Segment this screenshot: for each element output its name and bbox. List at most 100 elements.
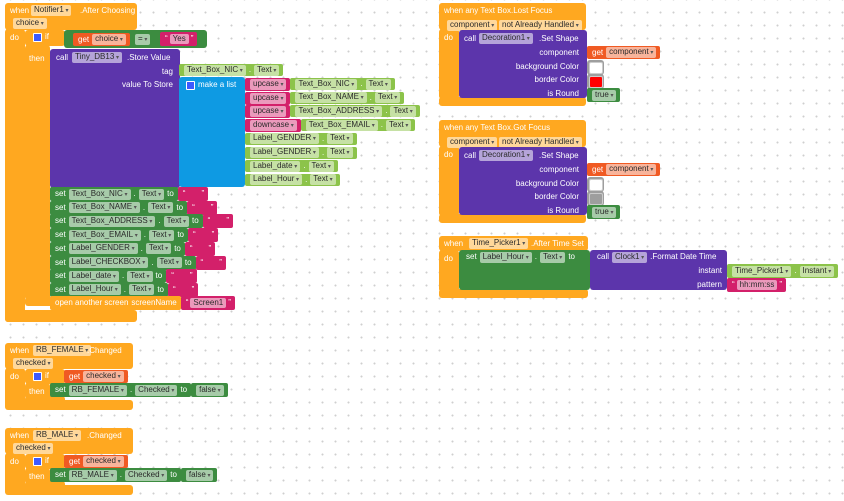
border-color-swatch[interactable] xyxy=(589,193,603,205)
component-field[interactable]: Label_GENDER xyxy=(250,147,319,158)
property-field[interactable]: Text xyxy=(365,78,391,90)
property-getter[interactable]: Label_Hour.Text xyxy=(245,173,340,186)
property-field[interactable]: Instant xyxy=(799,265,835,277)
component-field[interactable]: Text_Box_NAME xyxy=(68,202,140,214)
text-fn-block[interactable]: upcase xyxy=(245,91,291,105)
yes-value[interactable]: Yes xyxy=(169,34,189,44)
property-field[interactable]: Text xyxy=(254,64,280,76)
property-field[interactable]: Text xyxy=(127,270,153,282)
property-field[interactable]: Text xyxy=(148,202,174,214)
param-component[interactable]: component xyxy=(446,19,499,31)
false-block[interactable]: false xyxy=(180,468,218,482)
component-field[interactable]: Text_Box_NIC xyxy=(184,64,246,76)
component-field[interactable]: Text_Box_EMAIL xyxy=(68,229,141,241)
gear-icon[interactable] xyxy=(33,32,42,42)
then-column[interactable] xyxy=(25,383,50,399)
component-field[interactable]: Label_Hour xyxy=(68,284,121,296)
rb-component-dropdown[interactable]: RB_FEMALE xyxy=(32,344,93,356)
empty-text-block[interactable] xyxy=(187,200,218,215)
property-field[interactable]: Checked xyxy=(124,469,168,481)
component-field[interactable]: Time_Picker1 xyxy=(732,265,792,277)
fn-dropdown[interactable]: downcase xyxy=(250,120,297,132)
focus-event-do-column[interactable] xyxy=(439,146,459,216)
param-field[interactable]: not Already Handled xyxy=(499,19,582,31)
variable-dropdown[interactable]: checked xyxy=(83,456,124,467)
property-field[interactable]: Text xyxy=(386,119,412,131)
property-field[interactable]: Text xyxy=(145,243,172,255)
property-field[interactable]: Text xyxy=(156,257,182,268)
rb-event-do-column[interactable] xyxy=(5,453,25,493)
param-checked[interactable]: checked xyxy=(12,442,55,454)
operator-field[interactable]: = xyxy=(135,33,151,45)
param-field[interactable]: component xyxy=(447,19,498,31)
param-field[interactable]: checked xyxy=(13,442,54,454)
time-picker-dropdown[interactable]: Time_Picker1 xyxy=(468,237,530,249)
property-field[interactable]: Text xyxy=(374,92,401,104)
db-dropdown[interactable]: Tiny_DB13 xyxy=(71,51,123,63)
boolean-dropdown[interactable]: true xyxy=(592,89,617,101)
true-block[interactable]: true xyxy=(587,88,621,102)
tag-getter[interactable]: Text_Box_NIC.Text xyxy=(179,64,284,76)
boolean-dropdown[interactable]: false xyxy=(185,469,214,481)
fn-dropdown[interactable]: upcase xyxy=(250,79,287,90)
store-value-call[interactable] xyxy=(50,49,180,188)
param-field[interactable]: component xyxy=(447,136,498,148)
make-a-list-block[interactable] xyxy=(179,77,245,187)
property-getter[interactable]: Label_GENDER.Text xyxy=(245,146,357,159)
component-field[interactable]: Label_Hour xyxy=(250,174,303,186)
rb-event-footer[interactable] xyxy=(5,400,133,410)
false-block[interactable]: false xyxy=(191,383,228,397)
param-choice[interactable]: choice xyxy=(12,17,48,29)
variable-dropdown[interactable]: checked xyxy=(83,371,124,382)
then-column[interactable] xyxy=(25,45,50,300)
param-field[interactable]: not Already Handled xyxy=(499,136,582,148)
screen1-value[interactable]: Screen1 xyxy=(190,298,227,308)
empty-text-block[interactable] xyxy=(166,269,197,284)
property-field[interactable]: Text xyxy=(138,188,165,200)
param-not-handled[interactable]: not Already Handled xyxy=(498,19,583,31)
param-checked[interactable]: checked xyxy=(12,357,55,369)
property-field[interactable]: Text xyxy=(327,147,353,158)
text-fn-block[interactable]: downcase xyxy=(245,119,301,133)
if-block-footer[interactable] xyxy=(25,396,65,403)
empty-text-block[interactable] xyxy=(168,282,199,297)
text-yes[interactable]: Yes xyxy=(160,32,198,46)
background-color-swatch[interactable] xyxy=(589,179,603,191)
empty-text-block[interactable] xyxy=(188,228,219,243)
rb-component-dropdown[interactable]: RB_MALE xyxy=(32,429,83,441)
gear-icon[interactable] xyxy=(33,371,42,381)
operator-dropdown[interactable]: = xyxy=(133,33,153,45)
empty-text-block[interactable] xyxy=(184,241,216,256)
fn-dropdown[interactable]: upcase xyxy=(250,92,287,104)
time-event-do-column[interactable] xyxy=(439,250,459,292)
screen-name-text[interactable]: Screen1 xyxy=(180,296,235,310)
component-field[interactable]: RB_MALE xyxy=(33,429,82,441)
property-field[interactable]: Text xyxy=(128,284,155,296)
empty-text-block[interactable] xyxy=(195,255,226,270)
property-field[interactable]: Checked xyxy=(135,384,178,396)
if-mutator[interactable]: if xyxy=(28,31,53,43)
time-event-footer[interactable] xyxy=(439,289,588,298)
if-mutator[interactable]: if xyxy=(28,455,53,467)
then-column[interactable] xyxy=(25,468,50,484)
component-field[interactable]: Label_Hour xyxy=(479,251,532,263)
focus-event-footer[interactable] xyxy=(439,214,586,223)
property-field[interactable]: Text xyxy=(163,215,189,227)
property-field[interactable]: Text xyxy=(308,160,334,172)
param-not-handled[interactable]: not Already Handled xyxy=(498,136,583,148)
clock-field[interactable]: Clock1 xyxy=(612,251,648,263)
if-block-footer[interactable] xyxy=(25,481,65,488)
focus-event-footer[interactable] xyxy=(439,97,586,106)
